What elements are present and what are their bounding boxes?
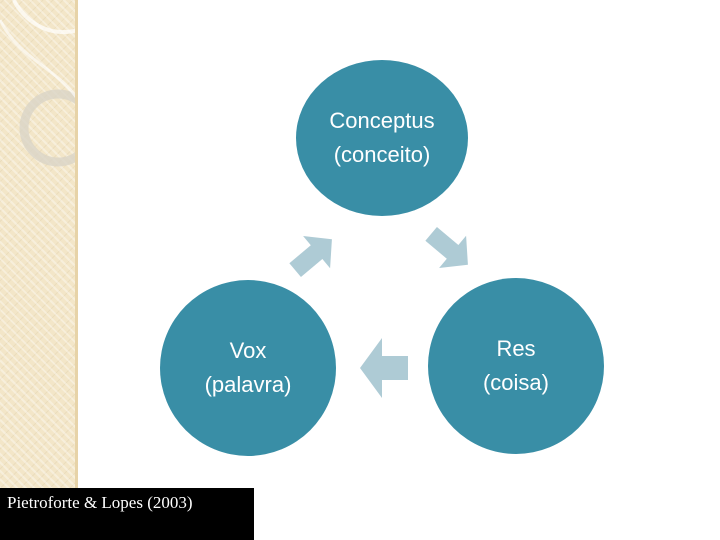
vox-node: Vox (palavra) [160,280,336,456]
conceptus-title: Conceptus [329,108,435,133]
arrow-up-right-icon [289,236,332,278]
res-node: Res (coisa) [428,278,604,454]
arrow-down-right-icon [425,226,468,268]
res-subtitle: (coisa) [482,370,549,395]
vox-title: Vox [229,338,267,363]
vox-subtitle: (palavra) [204,372,292,397]
citation-label: Pietroforte & Lopes (2003) [0,488,254,540]
conceptus-subtitle: (conceito) [333,142,431,167]
conceptus-node: Conceptus (conceito) [296,60,468,216]
res-title: Res [496,336,536,361]
decorative-side-strip [0,0,78,540]
arrow-left-icon [360,338,408,398]
decorative-swirl [0,0,78,167]
